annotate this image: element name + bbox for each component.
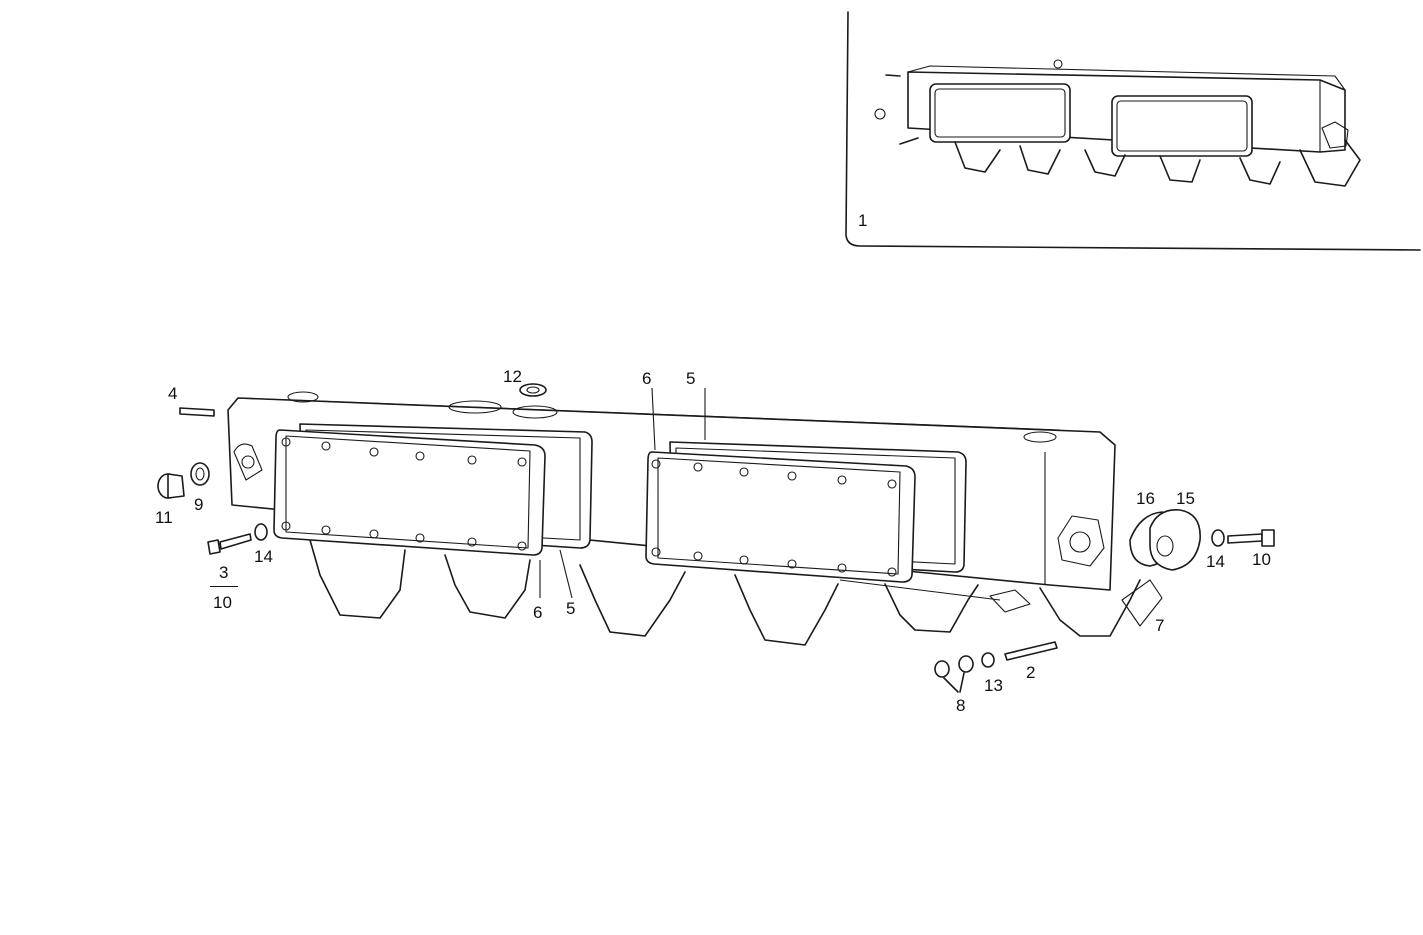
blanking-plate-15 bbox=[1149, 509, 1201, 571]
callout-4: 4 bbox=[168, 384, 178, 403]
callout-6-top: 6 bbox=[642, 369, 652, 388]
inset-frame bbox=[845, 11, 1421, 251]
inset-reference-number: 1 bbox=[858, 211, 868, 230]
callout-2: 2 bbox=[1026, 663, 1036, 682]
callout-16: 16 bbox=[1136, 489, 1155, 508]
cover-plate-left bbox=[273, 429, 546, 556]
bolt-10-right bbox=[1227, 529, 1275, 547]
washer-14-right bbox=[1211, 529, 1225, 547]
callout-13: 13 bbox=[984, 676, 1003, 695]
leader-lines bbox=[539, 387, 706, 599]
callout-14-right: 14 bbox=[1206, 552, 1225, 571]
callout-5-top: 5 bbox=[686, 369, 696, 388]
callout-14-left: 14 bbox=[254, 547, 273, 566]
callout-9: 9 bbox=[194, 495, 204, 514]
callout-7: 7 bbox=[1155, 616, 1165, 635]
washer-9 bbox=[190, 462, 210, 486]
bolt-3-10 bbox=[207, 533, 252, 555]
ring-12 bbox=[519, 383, 547, 397]
callout-12: 12 bbox=[503, 367, 522, 386]
pin-4 bbox=[179, 407, 215, 417]
plug-11 bbox=[157, 473, 185, 499]
callout-3: 3 bbox=[219, 563, 229, 582]
callout-5-bottom: 5 bbox=[566, 599, 576, 618]
callout-fraction-bar bbox=[210, 586, 238, 587]
gasket-7 bbox=[1121, 579, 1163, 627]
inset-manifold bbox=[874, 59, 1361, 187]
exhaust-ports bbox=[309, 539, 1141, 646]
callout-15: 15 bbox=[1176, 489, 1195, 508]
callout-11: 11 bbox=[155, 508, 173, 527]
callout-10-right: 10 bbox=[1252, 550, 1271, 569]
washer-13 bbox=[981, 652, 995, 668]
nuts-8 bbox=[934, 655, 974, 693]
cover-plate-right bbox=[645, 451, 916, 583]
callout-8: 8 bbox=[956, 696, 966, 715]
washer-14-left bbox=[254, 523, 268, 541]
callout-10-left: 10 bbox=[213, 593, 232, 612]
stud-2 bbox=[1004, 641, 1058, 661]
callout-6-bottom: 6 bbox=[533, 603, 543, 622]
